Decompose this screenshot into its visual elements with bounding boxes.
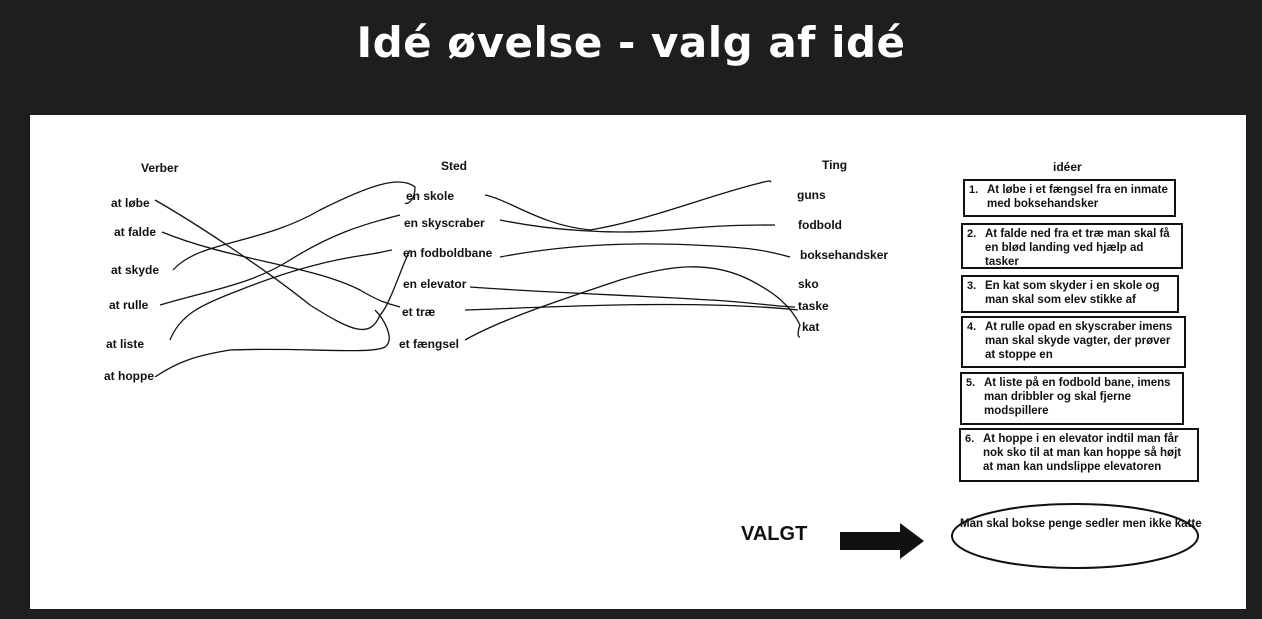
place-item: en fodboldbane: [403, 246, 493, 260]
chosen-ellipse: [951, 503, 1199, 569]
idea-text: At rulle opad en skyscraber imens man sk…: [985, 321, 1173, 361]
line-skyscraber-fodbold: [499, 219, 776, 233]
line-rulle-skyscraber: [159, 214, 401, 306]
idea-box: 5. At liste på en fodbold bane, imens ma…: [960, 372, 1184, 425]
place-item: et fængsel: [399, 337, 460, 351]
header-ideer: idéer: [1053, 160, 1082, 174]
thing-item: taske: [798, 299, 829, 313]
idea-box: 4. At rulle opad en skyscraber imens man…: [961, 316, 1186, 368]
header-verber: Verber: [141, 161, 179, 175]
idea-text: En kat som skyder i en skole og man skal…: [985, 280, 1160, 306]
idea-box: 3. En kat som skyder i en skole og man s…: [961, 275, 1179, 313]
place-item: en skyscraber: [404, 216, 485, 230]
idea-number: 5.: [966, 377, 976, 389]
verb-item: at skyde: [111, 263, 160, 277]
verb-item: at falde: [114, 225, 157, 239]
thing-item: sko: [798, 277, 819, 291]
idea-box: 6. At hoppe i en elevator indtil man får…: [959, 428, 1199, 482]
idea-text: At løbe i et fængsel fra en inmate med b…: [987, 184, 1168, 210]
line-elevator-taske: [469, 286, 796, 308]
thing-item: kat: [802, 320, 820, 334]
verb-item: at hoppe: [104, 369, 154, 383]
verb-item: at rulle: [109, 298, 149, 312]
line-faengsel-kat: [464, 266, 801, 341]
whiteboard-canvas: Verber Sted Ting idéer at løbe at falde …: [30, 115, 1246, 609]
thing-item: fodbold: [798, 218, 842, 232]
thing-item: boksehandsker: [800, 248, 889, 262]
line-liste-fodboldbane: [169, 249, 393, 341]
idea-number: 6.: [965, 433, 975, 445]
place-item: et træ: [402, 305, 436, 319]
place-item: en elevator: [403, 277, 467, 291]
idea-number: 2.: [967, 228, 977, 240]
idea-number: 4.: [967, 321, 977, 333]
idea-number: 3.: [967, 280, 977, 292]
page-title: Idé øvelse - valg af idé: [356, 18, 906, 67]
chosen-idea-text: Man skal bokse penge sedler men ikke kat…: [960, 518, 1202, 530]
chosen-label: VALGT: [741, 523, 808, 545]
idea-box: 1. At løbe i et fængsel fra en inmate me…: [963, 179, 1176, 217]
idea-text: At falde ned fra et træ man skal få en b…: [985, 228, 1170, 268]
idea-text: At hoppe i en elevator indtil man får no…: [983, 433, 1182, 473]
line-skole-guns: [484, 180, 772, 231]
idea-box: 2. At falde ned fra et træ man skal få e…: [961, 223, 1183, 269]
line-trae-taske: [464, 303, 799, 311]
verb-item: at liste: [106, 337, 145, 351]
arrow-icon: [840, 523, 924, 559]
thing-item: guns: [797, 188, 826, 202]
verb-item: at løbe: [111, 196, 150, 210]
header-ting: Ting: [822, 158, 848, 172]
connection-lines: [154, 180, 1199, 569]
line-hoppe-elevator: [154, 309, 390, 378]
line-falde-trae: [161, 231, 401, 308]
header-sted: Sted: [441, 159, 468, 173]
idea-text: At liste på en fodbold bane, imens man d…: [984, 377, 1171, 417]
place-item: en skole: [406, 189, 455, 203]
line-fodboldbane-boksehandsker: [499, 243, 791, 258]
idea-number: 1.: [969, 184, 979, 196]
line-skyde-skole: [172, 181, 416, 271]
line-loebe-faengsel: [154, 199, 411, 331]
